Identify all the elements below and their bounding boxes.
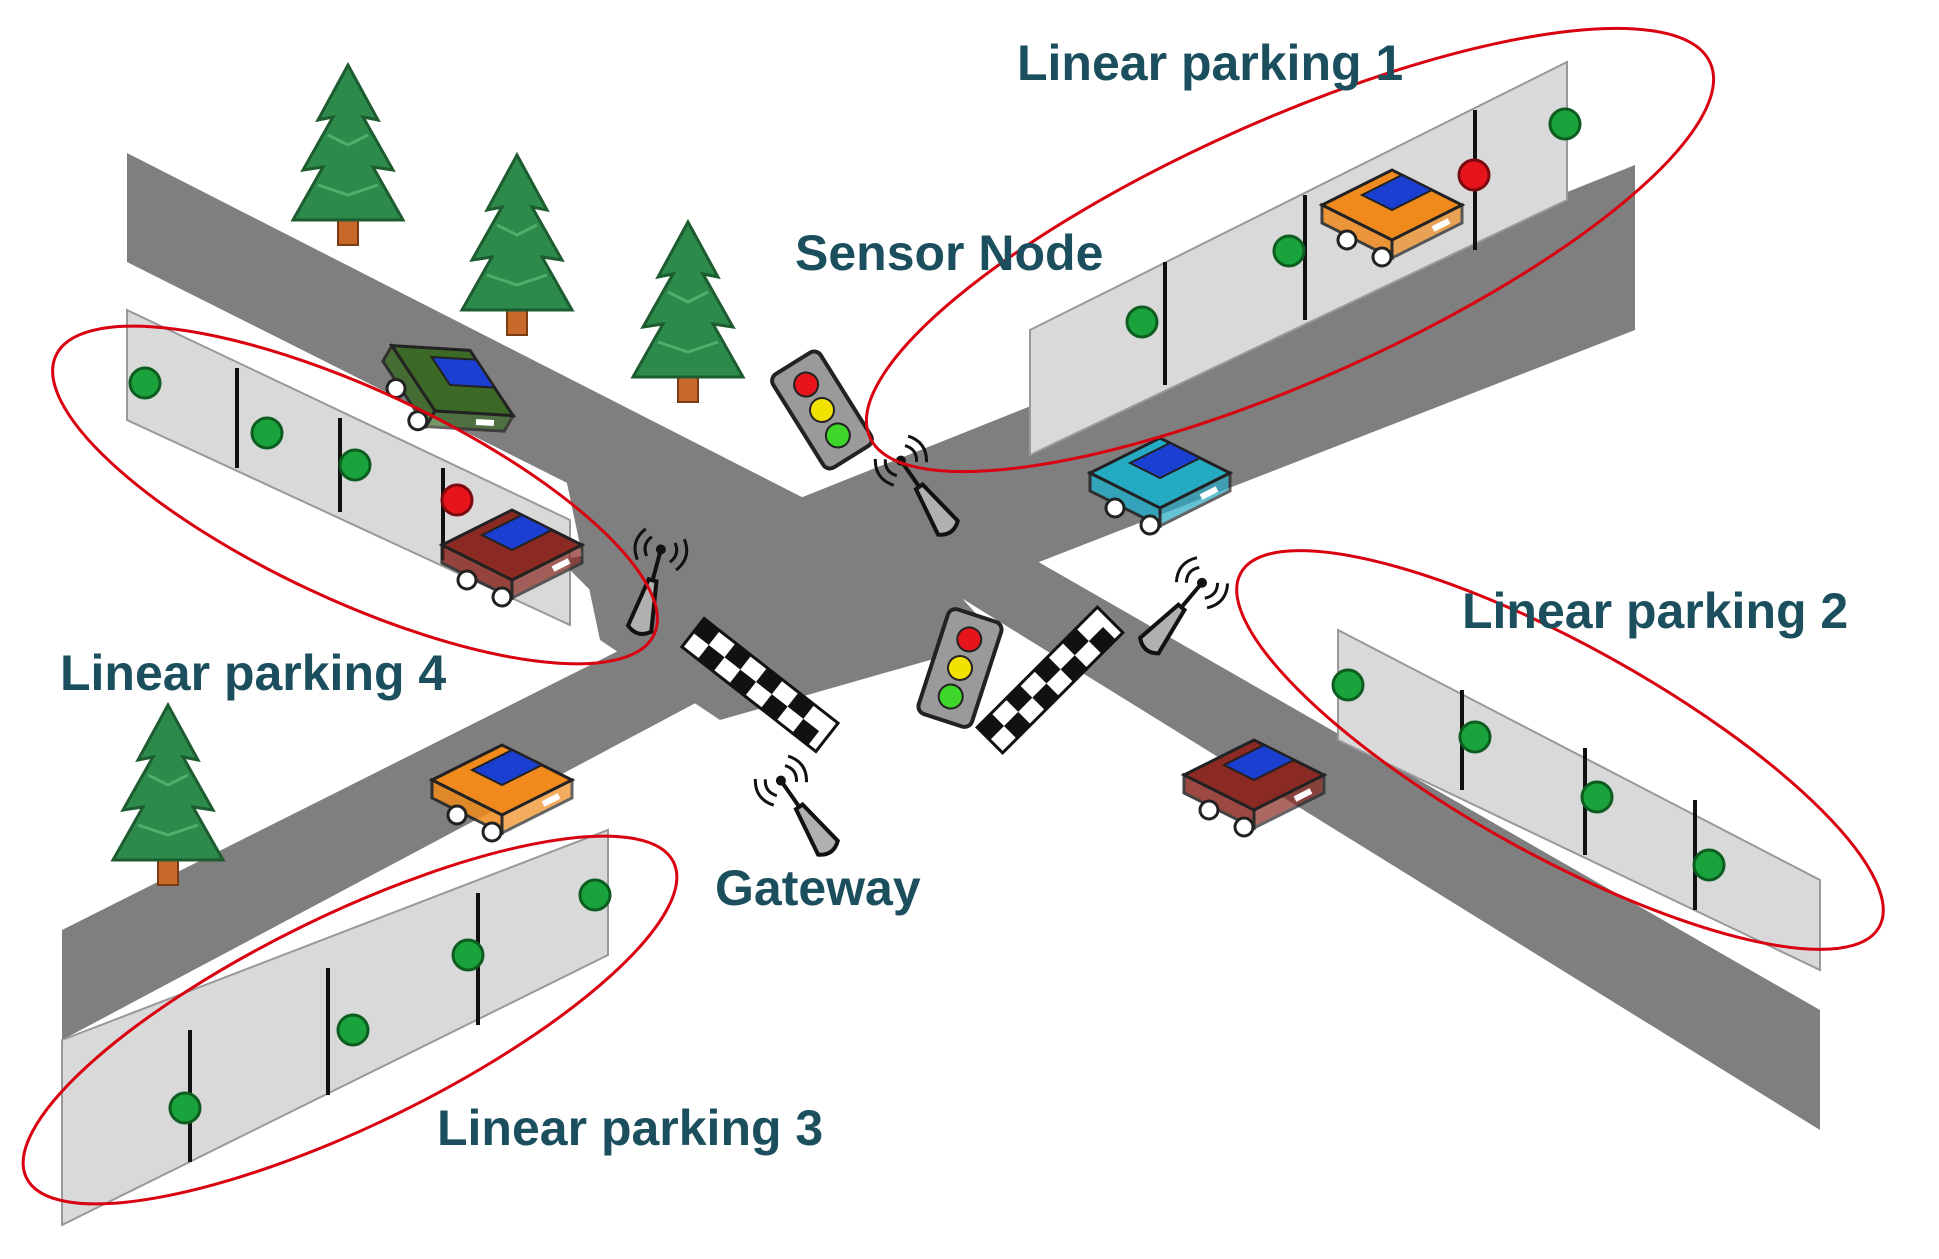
label-gateway: Gateway bbox=[715, 860, 921, 916]
tree-icon bbox=[291, 63, 405, 247]
traffic-light-icon bbox=[767, 346, 877, 474]
intersection bbox=[560, 450, 1000, 720]
crosswalk-icon bbox=[975, 605, 1125, 755]
tree-icon bbox=[460, 153, 574, 337]
tree-icon bbox=[111, 703, 225, 887]
label-parking-3: Linear parking 3 bbox=[437, 1100, 823, 1156]
antenna-icon bbox=[748, 750, 855, 869]
label-parking-2: Linear parking 2 bbox=[1462, 583, 1848, 639]
tree-icon bbox=[631, 220, 745, 404]
crosswalk-icon bbox=[679, 616, 841, 754]
parking-strip-2 bbox=[1337, 628, 1821, 972]
label-parking-4: Linear parking 4 bbox=[60, 645, 446, 701]
parking-strip-3 bbox=[61, 828, 609, 1227]
road-lower-left bbox=[62, 640, 720, 1040]
road-lower-right bbox=[880, 540, 1820, 1130]
label-parking-1: Linear parking 1 bbox=[1017, 35, 1403, 91]
label-sensor-node: Sensor Node bbox=[795, 225, 1103, 281]
